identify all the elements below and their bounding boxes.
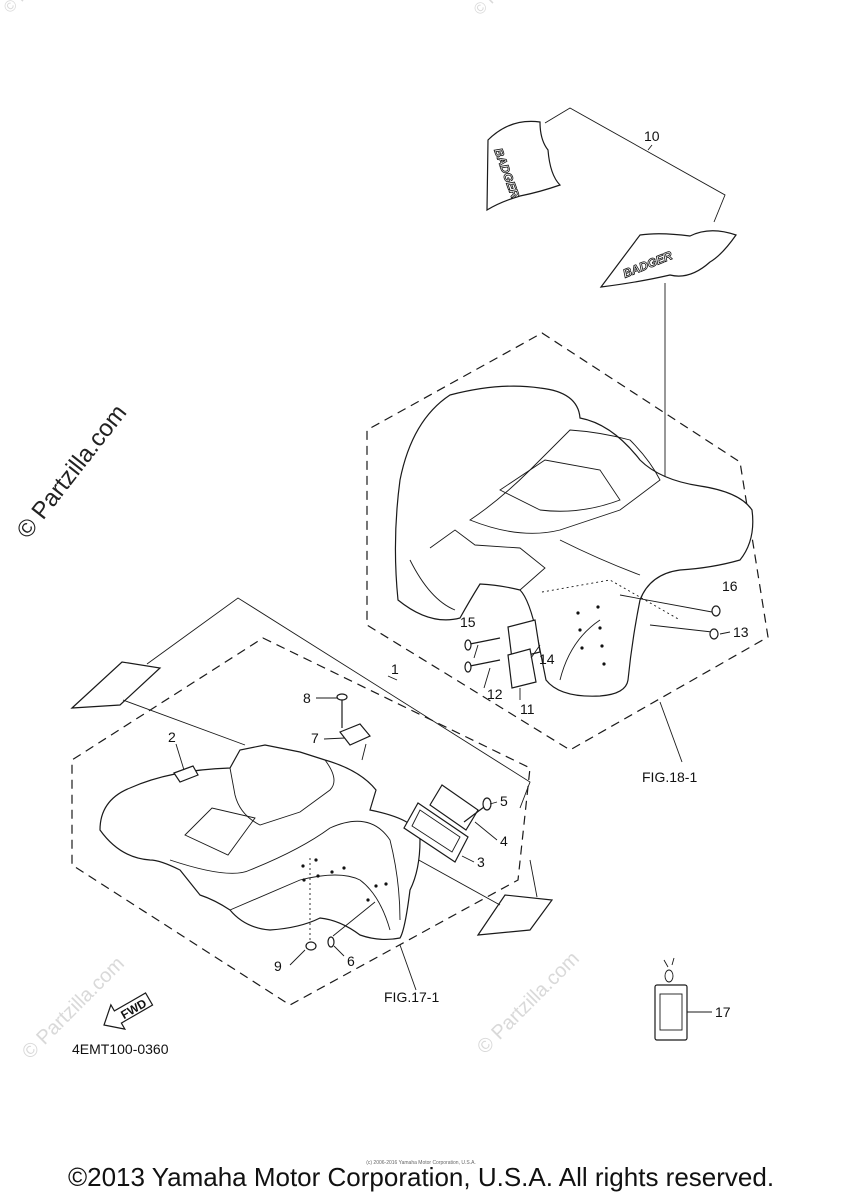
decal-lower [599,230,737,288]
tag-17 [654,957,712,1041]
callout-16: 16 [722,578,738,594]
callout-2: 2 [168,729,176,745]
leader-fig18 [659,701,683,763]
rear-fender-holes [576,605,606,666]
callout-7: 7 [311,730,319,746]
callout-5: 5 [500,793,508,809]
nut-6 [327,936,335,948]
watermark-repeat: © Partzilla.com [1,0,89,17]
rear-leader-13 [649,624,713,633]
callout-10: 10 [644,128,660,144]
callout-15: 15 [460,614,476,630]
watermark-main: © Partzilla.com [11,400,132,544]
callout-13: 13 [733,624,749,640]
screw-15 [464,637,501,651]
footer-small-print: (c) 2006-2016 Yamaha Motor Corporation, … [366,1160,476,1166]
callout-12: 12 [487,686,503,702]
front-fender-edge [169,820,401,921]
decal-upper [486,120,562,212]
fwd-arrow: FWD [103,992,154,1030]
screw-12 [464,659,501,673]
watermark-repeat: © Partzilla.com [473,948,584,1059]
front-fender-group [70,597,554,1006]
leader-fig17 [399,944,417,991]
callout-3: 3 [477,854,485,870]
front-fender-seat [229,759,335,826]
leader-10 [544,107,726,223]
bracket-7 [339,723,371,746]
rear-fender-recess [469,429,661,534]
rear-fender [394,385,754,697]
callout-9: 9 [274,958,282,974]
decal-left [70,661,162,709]
callout-17: 17 [715,1004,731,1020]
part-1-outline [146,597,531,809]
callout-6: 6 [347,953,355,969]
front-fender [99,744,421,941]
plate-4 [429,784,479,831]
decal-2 [173,765,199,783]
rear-fender-contour [409,539,641,681]
gasket-3 [403,802,469,863]
front-fender-panel [184,807,256,856]
fig-ref-front: FIG.17-1 [384,989,439,1005]
decal-10-group: BADGER BADGER [486,107,737,522]
callout-leaders [175,631,731,966]
plate-11 [507,648,537,689]
rear-fender-group [366,332,769,763]
callout-4: 4 [500,833,508,849]
watermark-repeat: © Partzilla.com [471,0,559,19]
front-fender-wheel [229,874,391,931]
front-fender-holes [301,858,388,902]
callout-8: 8 [303,690,311,706]
callout-11: 11 [520,701,535,717]
callout-1: 1 [391,661,399,677]
leader-decal-left [122,699,246,746]
grommet-9 [305,941,317,951]
callout-labels: 1 2 3 4 5 6 7 8 9 10 11 12 13 14 15 16 1… [168,128,749,1020]
footer-copyright: ©2013 Yamaha Motor Corporation, U.S.A. A… [67,1162,775,1192]
leader-10-tick [647,144,653,151]
rear-leader-16 [619,594,713,613]
rear-fender-inner [499,459,621,512]
diagram-code: 4EMT100-0360 [72,1041,169,1057]
leader-bracket-7 [361,743,367,761]
bolt-8 [336,693,348,728]
rear-fender-lip [429,529,546,591]
washer-16 [711,605,721,617]
plate-14 [507,619,541,660]
washer-13 [709,628,719,640]
callout-14: 14 [539,651,555,667]
leader-6-body [332,901,376,937]
part-1-outline-lower [529,859,538,898]
decal-right [476,894,554,936]
fig-ref-rear: FIG.18-1 [642,769,697,785]
gasket-3-inner [411,809,461,853]
